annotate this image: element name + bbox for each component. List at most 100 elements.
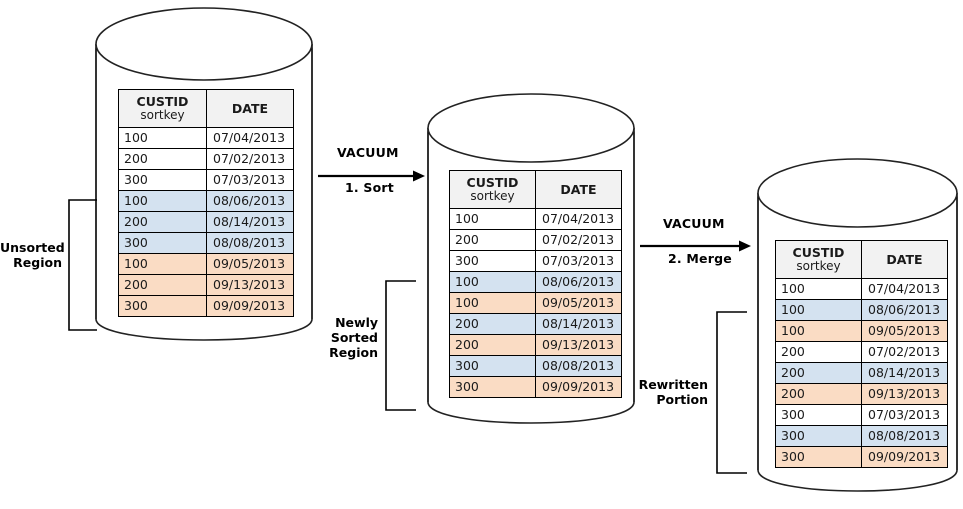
cell-date: 09/09/2013 [861,446,948,468]
cell-custid: 300 [449,250,536,272]
table-header-row: CUSTID sortkey DATE [449,170,622,209]
header-date-label: DATE [231,100,269,116]
header-custid: CUSTID sortkey [118,89,207,128]
cell-date: 07/03/2013 [861,404,948,426]
cell-custid: 200 [118,211,207,233]
cell-custid: 200 [118,274,207,296]
arrow-vacuum-merge-title: VACUUM [663,216,725,231]
header-custid-sub: sortkey [140,108,185,123]
header-date: DATE [206,89,294,128]
label-rewritten-portion: Rewritten Portion [638,377,708,407]
cell-date: 08/14/2013 [861,362,948,384]
cell-custid: 200 [775,383,862,405]
cell-custid: 300 [118,169,207,191]
cell-date: 08/06/2013 [861,299,948,321]
cell-date: 07/02/2013 [206,148,294,170]
cell-custid: 300 [775,425,862,447]
arrow-vacuum-merge [640,238,752,257]
arrow-vacuum-sort-title: VACUUM [337,145,399,160]
header-custid-label: CUSTID [792,245,845,261]
label-newly-sorted-region: Newly Sorted Region [329,315,378,360]
cell-custid: 100 [775,320,862,342]
cell-custid: 200 [775,362,862,384]
cylinder-sorted [427,92,635,442]
header-custid-sub: sortkey [796,259,841,274]
cell-custid: 100 [449,292,536,314]
cell-date: 07/03/2013 [535,250,622,272]
cell-date: 07/02/2013 [861,341,948,363]
table-header-row: CUSTID sortkey DATE [118,89,294,128]
cell-custid: 300 [118,232,207,254]
cell-custid: 100 [118,127,207,149]
cell-date: 09/05/2013 [861,320,948,342]
arrow-vacuum-sort-step: 1. Sort [345,180,394,195]
bracket-newly-sorted-region [385,280,417,415]
cell-custid: 200 [775,341,862,363]
header-date: DATE [535,170,622,209]
cell-custid: 300 [775,446,862,468]
header-custid-label: CUSTID [466,175,519,191]
cell-custid: 300 [118,295,207,317]
cell-date: 07/04/2013 [206,127,294,149]
cell-custid: 100 [118,253,207,275]
cell-date: 09/09/2013 [206,295,294,317]
cell-date: 07/02/2013 [535,229,622,251]
cell-date: 08/06/2013 [535,271,622,293]
cell-date: 08/06/2013 [206,190,294,212]
cell-custid: 300 [449,376,536,398]
header-custid: CUSTID sortkey [775,240,862,279]
cell-date: 09/13/2013 [206,274,294,296]
cell-custid: 200 [449,229,536,251]
arrow-vacuum-merge-step: 2. Merge [668,251,732,266]
cell-date: 07/03/2013 [206,169,294,191]
header-date-label: DATE [886,251,923,267]
table-header-row: CUSTID sortkey DATE [775,240,948,279]
cell-custid: 300 [775,404,862,426]
cell-date: 09/13/2013 [861,383,948,405]
cell-custid: 200 [449,334,536,356]
arrow-vacuum-sort [318,168,426,187]
cylinder-merged [757,158,958,508]
cell-date: 07/04/2013 [861,278,948,300]
cell-date: 09/05/2013 [535,292,622,314]
header-custid-label: CUSTID [136,94,189,110]
cell-date: 08/14/2013 [535,313,622,335]
cell-date: 09/13/2013 [535,334,622,356]
cell-date: 08/08/2013 [535,355,622,377]
cell-custid: 100 [449,208,536,230]
cell-date: 08/08/2013 [861,425,948,447]
label-unsorted-region: Unsorted Region [0,240,65,270]
cell-date: 09/09/2013 [535,376,622,398]
header-date-label: DATE [560,181,597,197]
cell-custid: 100 [118,190,207,212]
